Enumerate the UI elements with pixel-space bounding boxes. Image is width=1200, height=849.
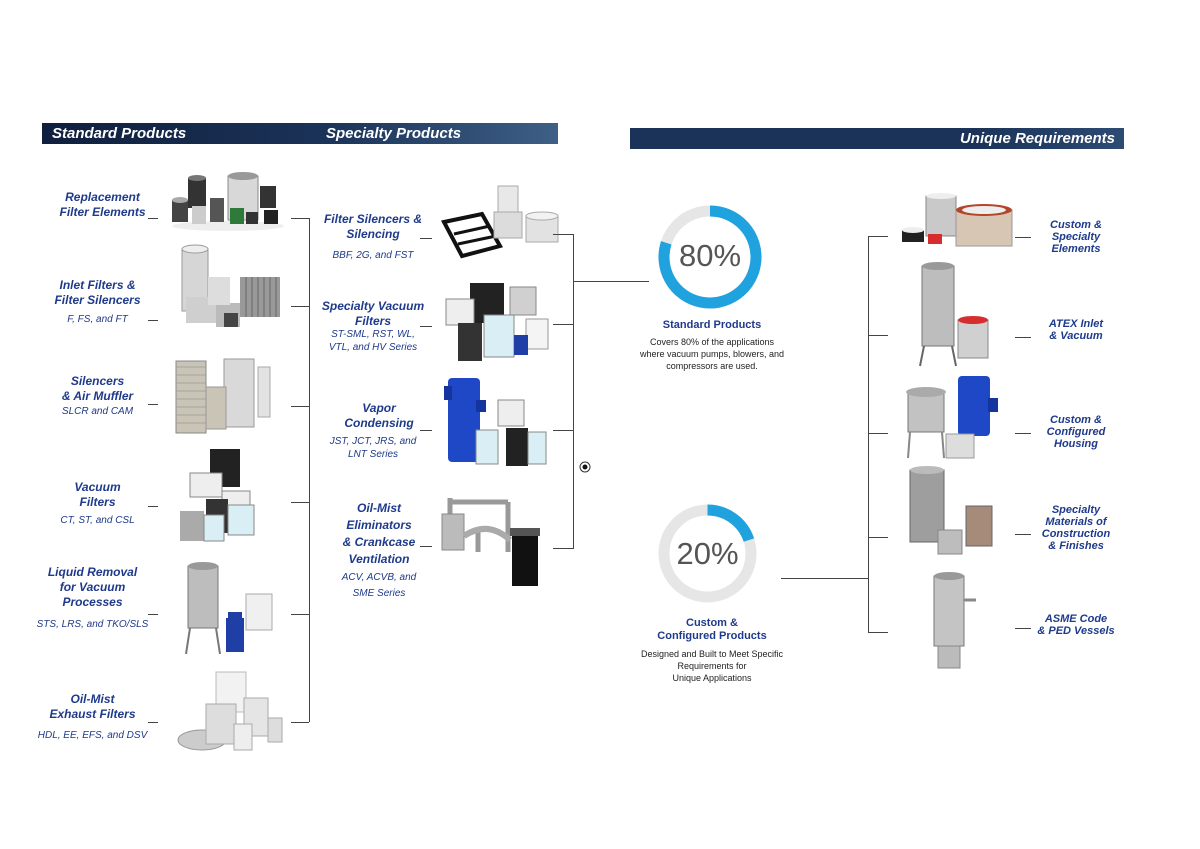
specialty-connector-branch — [553, 548, 573, 549]
oil-mist-eliminators-image — [441, 498, 540, 586]
specialty-connector-line — [573, 234, 574, 549]
unique-item-title: Custom & Specialty Elements — [1050, 219, 1102, 255]
oil-mist-exhaust-image — [177, 671, 283, 751]
unique-connector-branch — [868, 537, 888, 538]
atex-inlet-vacuum-image — [919, 262, 989, 367]
custom-housing-image — [906, 376, 998, 459]
unique-item-title: ATEX Inlet & Vacuum — [1048, 318, 1104, 342]
specialty-item-series: JST, JCT, JRS, and LNT Series — [329, 436, 417, 460]
specialty-connector-branch — [553, 234, 573, 235]
label-tick — [148, 614, 158, 615]
standard-item-title: Inlet Filters & Filter Silencers — [54, 278, 141, 307]
label-tick — [148, 722, 158, 723]
standard-item-series: STS, LRS, and TKO/SLS — [36, 619, 149, 630]
donut-value-arc — [707, 504, 755, 543]
standard-item-title: Oil-Mist Exhaust Filters — [49, 692, 136, 721]
standard-connector-branch — [291, 218, 309, 219]
specialty-item-title: Oil-Mist Eliminators & Crankcase Ventila… — [342, 501, 416, 566]
to-standard-chart-line — [573, 281, 649, 282]
standard-item-series: F, FS, and FT — [67, 314, 128, 325]
label-tick — [420, 430, 432, 431]
unique-requirements-banner: Unique Requirements — [630, 128, 1124, 149]
specialty-connector-branch — [553, 430, 573, 431]
specialty-products-heading: Specialty Products — [326, 125, 462, 142]
label-tick — [1015, 628, 1031, 629]
center-marker-icon — [579, 461, 591, 473]
donut-value-arc — [658, 205, 762, 309]
filter-silencers-image — [440, 185, 559, 259]
standard-item-title: Silencers & Air Muffler — [61, 374, 134, 403]
standard-item-title: Liquid Removal for Vacuum Processes — [47, 565, 138, 609]
specialty-item-title: Specialty Vacuum Filters — [321, 299, 425, 328]
specialty-vacuum-filters-image — [445, 283, 549, 361]
inlet-filters-image — [181, 244, 280, 327]
specialty-item-series: ACV, ACVB, and SME Series — [341, 572, 417, 599]
label-tick — [1015, 534, 1031, 535]
label-tick — [148, 404, 158, 405]
standard-item-series: CT, ST, and CSL — [60, 515, 135, 526]
donut-title: Standard Products — [662, 319, 762, 331]
unique-item-title: Specialty Materials of Construction & Fi… — [1041, 504, 1111, 552]
donut-percentage-label: 20% — [676, 536, 739, 571]
donut-percentage-label: 80% — [678, 238, 742, 273]
unique-item-title: Custom & Configured Housing — [1046, 414, 1106, 450]
unique-connector-branch — [868, 236, 888, 237]
specialty-item-title: Filter Silencers & Silencing — [323, 212, 423, 241]
standard-connector-branch — [291, 722, 309, 723]
standard-item-title: Replacement Filter Elements — [59, 190, 146, 219]
replacement-filter-elements-image — [172, 172, 284, 231]
standard-products-heading: Standard Products — [52, 125, 187, 142]
specialty-item-series: ST-SML, RST, WL, VTL, and HV Series — [328, 329, 418, 353]
standard-connector-branch — [291, 614, 309, 615]
specialty-item-series: BBF, 2G, and FST — [332, 250, 414, 261]
vacuum-filters-image — [180, 449, 255, 542]
label-tick — [420, 546, 432, 547]
custom-to-unique-line — [781, 578, 868, 579]
specialty-connector-branch — [553, 324, 573, 325]
label-tick — [1015, 237, 1031, 238]
label-tick — [1015, 433, 1031, 434]
unique-connector-branch — [868, 433, 888, 434]
standard-item-series: HDL, EE, EFS, and DSV — [37, 730, 148, 741]
unique-connector-branch — [868, 632, 888, 633]
liquid-removal-image — [185, 562, 273, 655]
donut-description: Designed and Built to Meet Specific Requ… — [640, 649, 784, 683]
label-tick — [420, 238, 432, 239]
specialty-item-title: Vapor Condensing — [344, 401, 414, 430]
vapor-condensing-image — [444, 378, 547, 466]
donut-description: Covers 80% of the applications where vac… — [639, 337, 785, 371]
custom-products-donut — [658, 504, 757, 603]
standard-connector-branch — [291, 406, 309, 407]
standard-connector-branch — [291, 502, 309, 503]
label-tick — [148, 320, 158, 321]
donut-title: Custom & Configured Products — [657, 617, 767, 642]
label-tick — [148, 218, 158, 219]
custom-elements-image — [902, 193, 1013, 247]
unique-connector-branch — [868, 335, 888, 336]
specialty-materials-image — [909, 466, 993, 555]
unique-connector-line — [868, 236, 869, 633]
standard-connector-line — [309, 218, 310, 722]
label-tick — [148, 506, 158, 507]
standard-products-donut — [658, 205, 762, 309]
standard-connector-branch — [291, 306, 309, 307]
standard-item-series: SLCR and CAM — [61, 406, 134, 417]
standard-item-title: Vacuum Filters — [74, 480, 121, 509]
silencers-air-muffler-image — [175, 358, 271, 434]
label-tick — [1015, 337, 1031, 338]
asme-ped-vessels-image — [933, 572, 976, 669]
unique-item-title: ASME Code & PED Vessels — [1037, 613, 1115, 637]
unique-requirements-heading: Unique Requirements — [959, 130, 1115, 147]
standard-specialty-banner: Standard Products Specialty Products — [42, 123, 558, 144]
label-tick — [420, 326, 432, 327]
